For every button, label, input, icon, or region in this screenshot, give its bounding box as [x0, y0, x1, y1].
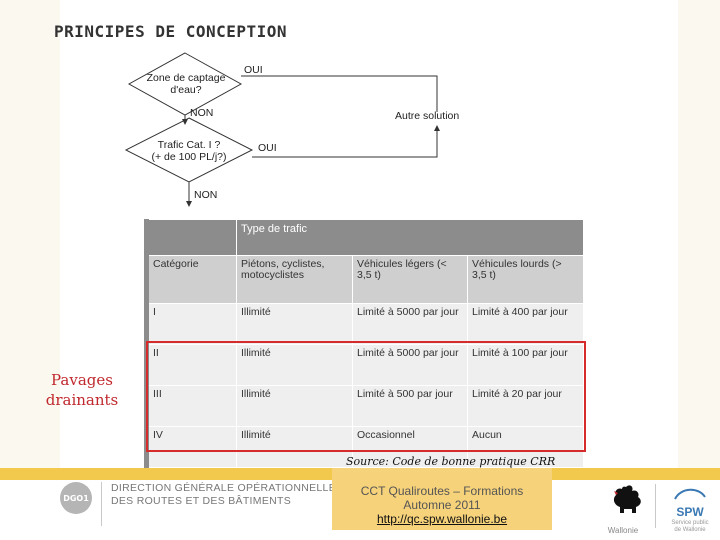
traffic-table-container: Type de trafic Catégorie Piétons, cyclis… [144, 219, 584, 468]
spw-subtitle: Service public de Wallonie [664, 520, 716, 534]
table-cell: Limité à 20 par jour [467, 385, 584, 427]
footer-divider [101, 482, 102, 526]
alternative-solution-label: Autre solution [395, 110, 460, 122]
cct-line1: CCT Qualiroutes – Formations [360, 484, 524, 498]
decision-1-no-label: NON [190, 107, 214, 119]
side-label-pavages-drainants: Pavages drainants [40, 370, 124, 410]
table-header-cell: Catégorie [144, 255, 237, 304]
decision-1-line2: d'eau? [170, 84, 202, 96]
side-label-line1: Pavages [51, 371, 113, 389]
dg-line2: DES ROUTES ET DES BÂTIMENTS [111, 495, 292, 507]
table-header-cell: Piétons, cyclistes, motocyclistes [236, 255, 353, 304]
table-cell: Illimité [236, 344, 353, 386]
table-cell: Illimité [236, 426, 353, 468]
table-header-cell: Véhicules lourds (> 3,5 t) [467, 255, 584, 304]
table-header-cell: Véhicules légers (< 3,5 t) [352, 255, 468, 304]
wallonie-label: Wallonie [607, 526, 639, 535]
cct-website-link[interactable]: http://qc.spw.wallonie.be [376, 512, 508, 526]
spw-swirl-icon [674, 488, 706, 500]
decision-1-yes-label: OUI [244, 64, 263, 76]
highlight-frame [146, 341, 586, 452]
table-row: I Illimité Limité à 5000 par jour Limité… [144, 303, 584, 345]
decision-2-line1: Trafic Cat. I ? [157, 139, 221, 151]
spw-sub-line2: de Wallonie [674, 527, 706, 533]
wallonie-logo: Wallonie [598, 483, 648, 535]
source-caption: Source: Code de bonne pratique CRR [346, 455, 556, 468]
table-title: Type de trafic [236, 219, 584, 256]
footer-divider [655, 484, 656, 528]
table-cell: Illimité [236, 303, 353, 345]
decision-2-yes-label: OUI [258, 142, 277, 154]
table-cell: I [144, 303, 237, 345]
table-cell: Limité à 100 par jour [467, 344, 584, 386]
decision-2-text: Trafic Cat. I ? (+ de 100 PL/j?) [141, 139, 237, 163]
left-margin-band [0, 0, 60, 468]
table-header-row: Catégorie Piétons, cyclistes, motocyclis… [144, 255, 584, 304]
decision-2-no-label: NON [194, 189, 218, 201]
table-cell: Limité à 5000 par jour [352, 303, 468, 345]
dgo-logo: DGO1 [60, 482, 92, 514]
spw-logo: SPW Service public de Wallonie [664, 486, 716, 534]
table-cell: Aucun [467, 426, 584, 468]
table-cell: Limité à 400 par jour [467, 303, 584, 345]
table-row: III Illimité Limité à 500 par jour Limit… [144, 385, 584, 427]
dgo-logo-text: DGO1 [63, 493, 89, 503]
arrow-yes-2 [252, 125, 440, 158]
right-margin-band [678, 0, 720, 468]
spw-sub-line1: Service public [671, 520, 709, 526]
decision-2-line2: (+ de 100 PL/j?) [151, 151, 227, 163]
table-row: II Illimité Limité à 5000 par jour Limit… [144, 344, 584, 386]
table-cell: Illimité [236, 385, 353, 427]
table-cell: Limité à 5000 par jour [352, 344, 468, 386]
rooster-icon [613, 485, 641, 513]
side-label-line2: drainants [45, 391, 119, 409]
dg-line1: DIRECTION GÉNÉRALE OPÉRATIONNELLE [111, 482, 337, 494]
flowchart-connectors [124, 52, 440, 207]
dg-title: DIRECTION GÉNÉRALE OPÉRATIONNELLE DES RO… [111, 482, 336, 508]
decision-1-text: Zone de captage d'eau? [138, 72, 234, 96]
slide-title: PRINCIPES DE CONCEPTION [54, 22, 288, 41]
table-cell: II [144, 344, 237, 386]
table-cell: III [144, 385, 237, 427]
cct-info-box: CCT Qualiroutes – Formations Automne 201… [332, 468, 552, 530]
table-cell: Occasionnel [352, 426, 468, 468]
table-title-spacer [144, 219, 237, 256]
spw-wordmark: SPW [676, 505, 704, 519]
table-cell: IV [144, 426, 237, 468]
arrow-yes-1 [241, 75, 438, 112]
table-title-row: Type de trafic [144, 219, 584, 256]
table-row: IV Illimité Occasionnel Aucun [144, 426, 584, 468]
cct-line2: Automne 2011 [403, 498, 481, 512]
traffic-table: Type de trafic Catégorie Piétons, cyclis… [144, 219, 584, 468]
decision-1-line1: Zone de captage [146, 72, 226, 84]
